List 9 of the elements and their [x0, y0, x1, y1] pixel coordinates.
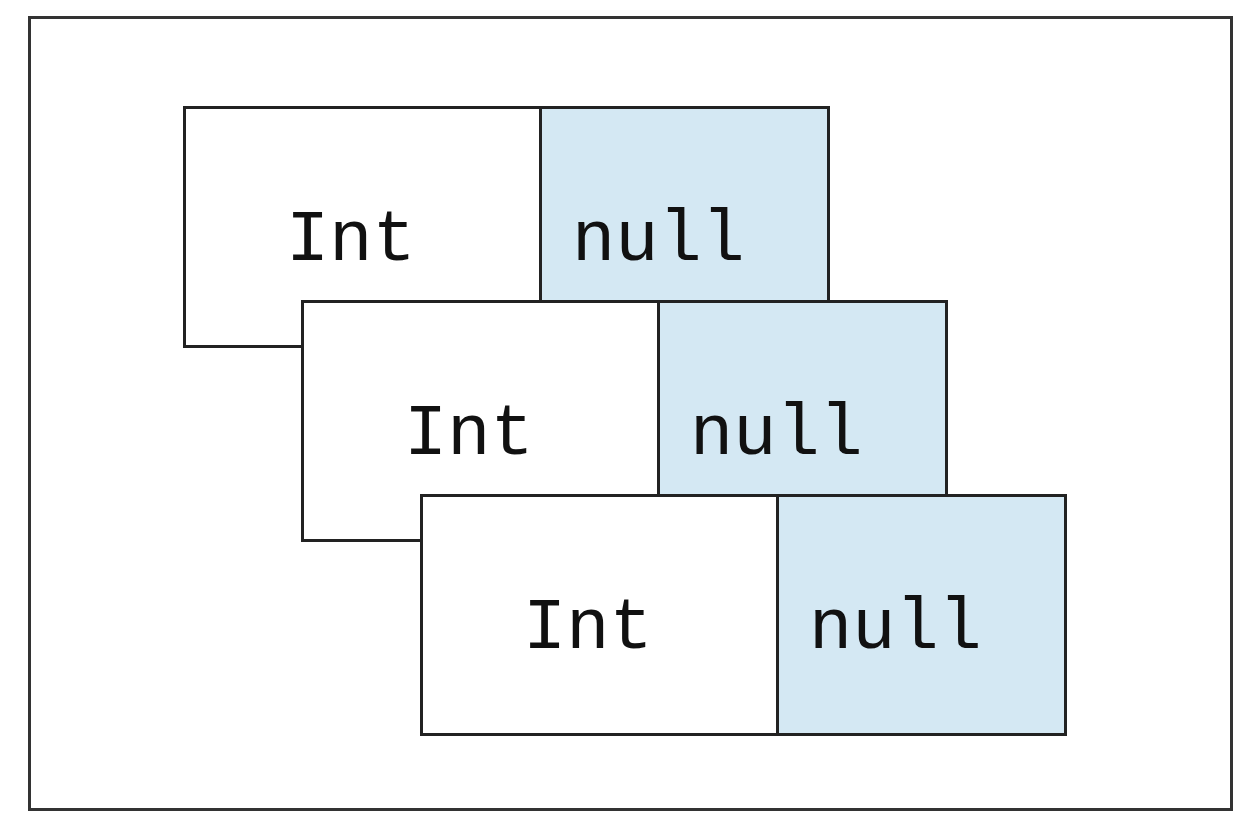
value-text: null	[809, 589, 982, 669]
value-text: null	[690, 395, 863, 475]
record-box	[301, 300, 948, 494]
type-name: Int	[286, 201, 416, 281]
type-name: Int	[523, 589, 653, 669]
value-text: null	[572, 201, 745, 281]
record-box	[420, 494, 1067, 736]
record-box	[183, 106, 830, 300]
type-name: Int	[404, 395, 534, 475]
